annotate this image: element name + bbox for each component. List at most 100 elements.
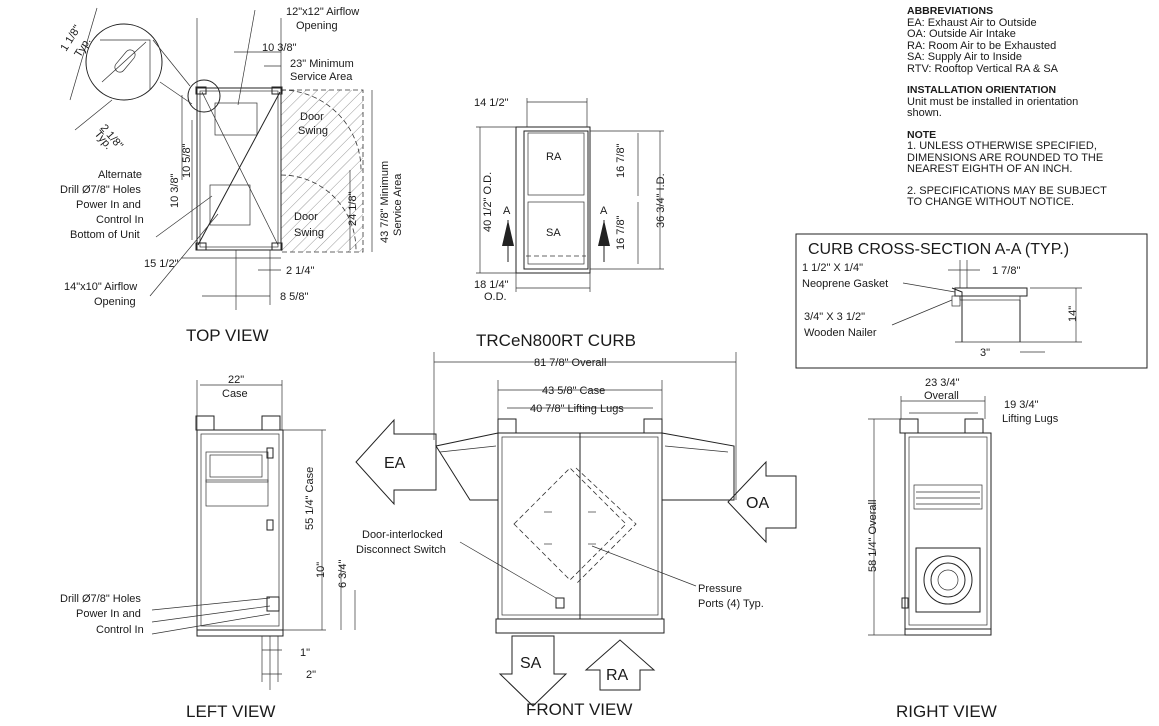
note2-line-1: 2. SPECIFICATIONS MAY BE SUBJECT xyxy=(907,184,1107,197)
airflow-opening-12x12 xyxy=(214,102,258,136)
top-airflow-12-label-b: Opening xyxy=(296,20,338,32)
curb-od-label: O.D. xyxy=(484,291,507,303)
curb-sa-opening xyxy=(527,201,585,265)
top-airflow-14-label-b: Opening xyxy=(94,296,136,308)
oa-arrow xyxy=(727,460,797,544)
fan-ring-outer xyxy=(923,555,973,605)
alternate-line-5: Bottom of Unit xyxy=(70,229,140,241)
left-dim-2: 2" xyxy=(306,669,316,681)
section-dim-3: 3" xyxy=(980,347,990,359)
right-view-title: RIGHT VIEW xyxy=(896,702,997,721)
left-dim-22: 22" xyxy=(228,374,244,386)
right-view: 23 3/4" Overall 19 3/4" Lifting Lugs 58 … xyxy=(867,377,1059,721)
note-title: NOTE xyxy=(907,128,937,141)
curb-view: 14 1/2" RA SA A A 16 7/8" 16 7/8" 40 1/2… xyxy=(474,97,667,350)
curb-sa-label: SA xyxy=(546,227,561,239)
section-dim-1-7-8: 1 7/8" xyxy=(992,265,1020,277)
right-dim-19: 19 3/4" xyxy=(1004,399,1039,411)
left-drill-line-2: Power In and xyxy=(76,608,141,620)
detail-circle-small xyxy=(187,79,221,113)
abbrev-sa: SA: Supply Air to Inside xyxy=(907,51,1022,63)
sa-arrow xyxy=(498,635,568,707)
detail-circle-large xyxy=(85,23,163,101)
top-dim-8-5-8: 8 5/8" xyxy=(280,291,308,303)
curb-id-36: 36 3/4" I.D. xyxy=(655,173,667,228)
left-dim-6-3-4: 6 3/4" xyxy=(337,560,349,588)
top-unit-outline xyxy=(196,87,282,251)
oa-label: OA xyxy=(746,495,769,512)
section-gasket-label: Neoprene Gasket xyxy=(802,278,888,290)
top-view-title: TOP VIEW xyxy=(186,326,269,345)
section-dim-14: 14" xyxy=(1067,306,1079,322)
ra-label: RA xyxy=(606,667,629,684)
ea-label: EA xyxy=(384,455,406,472)
front-dim-overall: 81 7/8" Overall xyxy=(534,357,606,369)
disconnect-switch xyxy=(555,597,565,609)
right-unit-outline xyxy=(904,432,992,630)
curb-dim-18-1-4: 18 1/4" xyxy=(474,279,509,291)
door-swing-label-2: Door xyxy=(294,211,318,223)
curb-outer xyxy=(515,126,591,274)
note1-line-3: NEAREST EIGHTH OF AN INCH. xyxy=(907,163,1073,175)
alternate-line-1: Alternate xyxy=(98,169,142,181)
filter-diamond xyxy=(513,467,627,581)
top-dim-10-5-8: 10 5/8" xyxy=(181,143,193,178)
curb-section-a-right: A xyxy=(600,205,608,217)
door-swing-label-2b: Swing xyxy=(294,227,324,239)
section-nailer-size: 3/4" X 3 1/2" xyxy=(804,311,865,323)
left-dim-10: 10" xyxy=(315,562,327,578)
door-swing-arc-1 xyxy=(280,89,362,171)
installation-title: INSTALLATION ORIENTATION xyxy=(907,84,1057,96)
top-min-service-23: 23" Minimum xyxy=(290,58,354,70)
abbrev-ra: RA: Room Air to be Exhausted xyxy=(907,39,1057,52)
sa-label: SA xyxy=(520,655,542,672)
right-lugs-label: Lifting Lugs xyxy=(1002,413,1059,425)
top-min-service-43: 43 7/8" Minimum xyxy=(379,161,391,243)
left-view: 22" Case 55 1/4" Case 10" 6 3/4" Drill Ø… xyxy=(60,374,356,721)
ea-arrow xyxy=(355,418,437,506)
curb-ra-label: RA xyxy=(546,151,562,163)
oa-hood xyxy=(661,432,735,501)
curb-view-title: TRCeN800RT CURB xyxy=(476,331,636,350)
top-airflow-12-label: 12"x12" Airflow xyxy=(286,6,359,18)
pressure-line-1: Pressure xyxy=(698,583,742,595)
right-overall-label: Overall xyxy=(924,390,959,402)
top-dim-24-1-8: 24 1/8" xyxy=(347,191,359,226)
abbrev-rtv: RTV: Rooftop Vertical RA & SA xyxy=(907,62,1059,75)
front-dim-lugs: 40 7/8" Lifting Lugs xyxy=(530,403,624,415)
left-dim-1: 1" xyxy=(300,647,310,659)
section-gasket-size: 1 1/2" X 1/4" xyxy=(802,262,863,274)
top-min-service-23-b: Service Area xyxy=(290,71,353,83)
door-swing-label-1: Door xyxy=(300,111,324,123)
front-view-title: FRONT VIEW xyxy=(526,700,632,719)
top-unit-inner xyxy=(199,90,279,248)
top-airflow-14-label: 14"x10" Airflow xyxy=(64,281,137,293)
curb-dim-14-1-2: 14 1/2" xyxy=(474,97,509,109)
front-view: 81 7/8" Overall 43 5/8" Case 40 7/8" Lif… xyxy=(355,352,797,719)
ea-hood xyxy=(435,432,499,501)
curb-section-frame xyxy=(795,233,1148,369)
top-view: 1 1/8" Typ. 2 1/8" Typ. 12"x12" Airflow … xyxy=(58,6,404,345)
section-nailer-label: Wooden Nailer xyxy=(804,327,877,339)
right-dim-58: 58 1/4" Overall xyxy=(867,500,879,572)
top-min-service-43-b: Service Area xyxy=(392,173,404,236)
right-fan-housing xyxy=(915,547,981,613)
curb-ra-opening xyxy=(527,132,585,196)
abbreviations-title: ABBREVIATIONS xyxy=(907,5,994,17)
right-dim-23: 23 3/4" xyxy=(925,377,960,389)
left-view-title: LEFT VIEW xyxy=(186,702,275,721)
left-dim-55: 55 1/4" Case xyxy=(304,467,316,530)
airflow-opening-14x10 xyxy=(209,184,251,226)
top-diagonal-divider xyxy=(197,91,281,246)
notes-panel: ABBREVIATIONS EA: Exhaust Air to Outside… xyxy=(907,5,1147,209)
curb-section: CURB CROSS-SECTION A-A (TYP.) 1 1/2" X 1… xyxy=(795,233,1148,369)
abbrev-oa: OA: Outside Air Intake xyxy=(907,28,1016,40)
top-dim-10-3-8-v: 10 3/8" xyxy=(169,173,181,208)
door-interlock-line-2: Disconnect Switch xyxy=(356,544,446,556)
ra-arrow xyxy=(584,639,656,691)
top-dim-15-1-2: 15 1/2" xyxy=(144,258,179,270)
installation-line-2: shown. xyxy=(907,107,942,119)
alternate-line-4: Control In xyxy=(96,214,144,226)
front-dim-case: 43 5/8" Case xyxy=(542,385,605,397)
